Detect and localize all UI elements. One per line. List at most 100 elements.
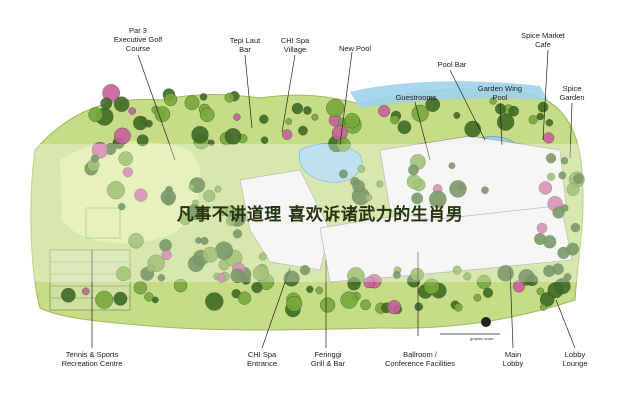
- tree: [113, 96, 130, 112]
- tree: [392, 270, 401, 279]
- overlay-caption: 凡事不讲道理 喜欢诉诸武力的生肖男: [176, 205, 464, 225]
- callout-main-lobby: Main Lobby: [502, 350, 524, 368]
- tree: [452, 265, 462, 275]
- tree: [481, 186, 489, 194]
- tree: [364, 193, 373, 202]
- tree: [134, 188, 148, 202]
- callout-par3: Par 3 Executive Golf Course: [113, 26, 163, 53]
- tree: [232, 229, 243, 239]
- tree: [363, 276, 376, 289]
- tree: [90, 154, 100, 163]
- tree: [106, 181, 125, 200]
- tree: [237, 291, 252, 305]
- tree: [573, 173, 584, 184]
- tree: [534, 232, 547, 245]
- tree: [545, 118, 554, 127]
- tree: [128, 233, 144, 249]
- tree: [184, 95, 200, 111]
- tree: [453, 112, 461, 119]
- tree: [464, 120, 482, 138]
- tree: [473, 293, 482, 302]
- callout-leader-lines: [91, 49, 576, 349]
- tree: [344, 112, 360, 129]
- callout-new-pool: New Pool: [338, 44, 372, 53]
- tree: [122, 167, 133, 178]
- callout-lobby-lounge: Lobby Lounge: [562, 350, 588, 368]
- tree: [118, 151, 133, 166]
- callout-feringgi-grill: Feringgi Grill & Bar: [310, 350, 346, 368]
- tree: [199, 93, 208, 101]
- tree: [326, 98, 345, 117]
- tree: [423, 278, 440, 295]
- callout-tennis-sports: Tennis & Sports Recreation Centre: [61, 350, 123, 368]
- tree: [429, 190, 447, 208]
- tree: [476, 274, 492, 290]
- tree: [291, 102, 304, 115]
- tree: [214, 185, 222, 193]
- callout-spice-garden: Spice Garden: [559, 84, 585, 102]
- tree: [526, 274, 539, 287]
- tree: [561, 204, 569, 212]
- callout-garden-wing-pool: Garden Wing Pool: [477, 84, 523, 102]
- tree: [95, 290, 114, 309]
- tree: [408, 164, 419, 176]
- tree: [320, 297, 336, 313]
- tree: [543, 132, 555, 144]
- tree: [100, 97, 113, 110]
- tree: [411, 192, 424, 205]
- tree-canopy: [61, 84, 585, 318]
- tree: [557, 246, 570, 260]
- callout-spice-market-cafe: Spice Market Cafe: [521, 31, 565, 49]
- tree: [151, 296, 159, 304]
- tree: [233, 113, 241, 121]
- tree: [489, 97, 497, 105]
- tree: [537, 101, 549, 113]
- tree: [208, 139, 215, 147]
- tree: [536, 112, 544, 121]
- tree: [558, 171, 567, 180]
- tree: [164, 92, 178, 107]
- north-arrow-icon: [481, 317, 491, 327]
- tree: [224, 128, 242, 145]
- tree: [286, 295, 303, 312]
- tree: [453, 302, 463, 312]
- tree: [508, 105, 520, 117]
- tree: [173, 278, 188, 293]
- tree: [298, 125, 308, 136]
- callout-chi-spa-village: CHI Spa Village: [280, 36, 310, 54]
- tree: [497, 113, 515, 131]
- tree: [216, 273, 226, 283]
- graphic-scale: [440, 317, 500, 335]
- tree: [512, 280, 525, 293]
- tree: [340, 291, 358, 309]
- sea-edge: [350, 81, 548, 108]
- tree: [202, 246, 219, 263]
- tree: [146, 264, 155, 273]
- tree: [199, 107, 215, 122]
- tree: [114, 127, 131, 145]
- tree: [154, 106, 171, 122]
- tree: [311, 113, 319, 121]
- tree: [203, 189, 216, 202]
- tree: [88, 107, 103, 122]
- tree: [82, 287, 90, 296]
- tree: [560, 156, 569, 165]
- tree: [91, 141, 109, 159]
- tree: [251, 282, 263, 294]
- tree: [543, 265, 556, 278]
- tree: [260, 136, 269, 144]
- callout-guestrooms: Guestrooms: [395, 93, 437, 102]
- tree: [128, 107, 136, 115]
- tree: [61, 287, 76, 303]
- tree: [397, 120, 412, 134]
- tree: [566, 183, 580, 196]
- tree: [133, 281, 148, 295]
- tree: [113, 291, 128, 306]
- tree: [258, 252, 267, 261]
- tree: [425, 97, 441, 112]
- tree: [191, 126, 209, 144]
- tree: [299, 265, 311, 276]
- callout-pool-bar: Pool Bar: [437, 60, 467, 69]
- tree: [545, 153, 557, 164]
